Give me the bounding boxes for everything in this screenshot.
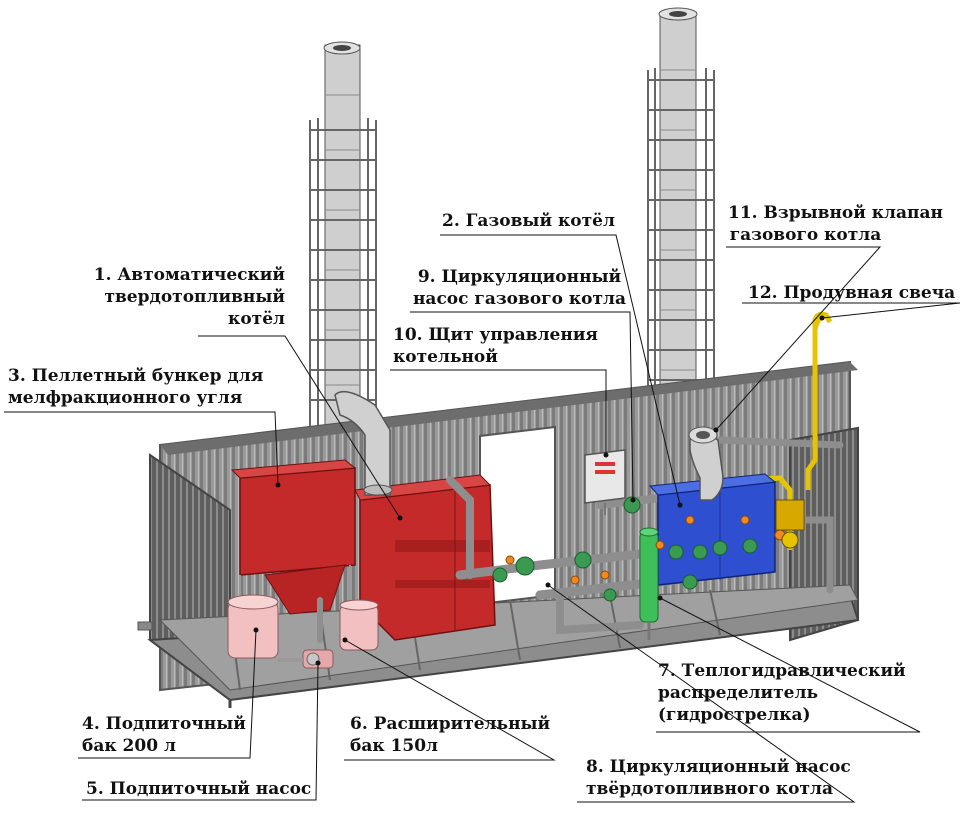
label-11-line-2: газового котла (729, 225, 882, 245)
leader-11 (715, 246, 882, 431)
container-bracket (137, 621, 153, 631)
label-6-line-2: бак 150л (350, 736, 439, 756)
label-pellet-bunker: 3. Пеллетный бункер для мелфракционного … (8, 365, 263, 409)
expansion-tank (339, 599, 379, 651)
label-gas-boiler-pump: 9. Циркуляционный насос газового котла (412, 266, 627, 310)
leader-9 (410, 311, 634, 501)
leader-7 (656, 597, 921, 733)
gas-boiler (648, 473, 777, 586)
label-4-line-1: 4. Подпиточный (82, 714, 246, 734)
label-7-line-3: (гидрострелка) (658, 705, 811, 725)
makeup-tank (227, 594, 279, 659)
chimney-right (658, 7, 698, 398)
pellet-bunker (230, 459, 357, 640)
leader-5 (82, 662, 319, 801)
label-makeup-pump: 5. Подпиточный насос (86, 778, 311, 800)
leader-6 (344, 639, 556, 761)
leader-arrowheads (253, 315, 825, 666)
circulation-pumps (492, 496, 758, 602)
label-5-line-1: 5. Подпиточный насос (86, 779, 312, 799)
label-6-line-1: 6. Расширительный (350, 714, 551, 734)
leader-12 (742, 302, 961, 319)
leader-2 (440, 234, 681, 506)
label-8-line-1: 8. Циркуляционный насос (586, 757, 851, 777)
label-expansion-tank: 6. Расширительный бак 150л (350, 713, 550, 757)
label-9-line-2: насос газового котла (412, 289, 626, 309)
label-7-line-2: распределитель (658, 683, 819, 703)
label-3-line-1: 3. Пеллетный бункер для (8, 366, 264, 386)
chimney-right-ladder (647, 68, 715, 400)
label-hydraulic-separator: 7. Теплогидравлический распределитель (г… (658, 660, 906, 726)
label-1-line-1: 1. Автоматический (93, 265, 285, 285)
leader-lines (4, 234, 961, 803)
label-7-line-1: 7. Теплогидравлический (658, 661, 906, 681)
leader-10 (390, 369, 607, 455)
hydraulic-separator (639, 527, 659, 640)
flue-pipe-left (334, 390, 393, 496)
label-solid-boiler-pump: 8. Циркуляционный насос твёрдотопливного… (586, 756, 851, 800)
label-explosion-valve: 11. Взрывной клапан газового котла (728, 202, 943, 246)
leader-8 (547, 584, 856, 803)
label-1-line-2: твердотопливный (104, 287, 285, 307)
leader-3 (4, 411, 279, 486)
container-floor-frame (147, 584, 860, 708)
leader-4 (78, 629, 257, 759)
label-10-line-2: котельной (393, 347, 498, 367)
label-12-line-1: 12. Продувная свеча (748, 283, 956, 303)
label-gas-boiler: 2. Газовый котёл (442, 210, 615, 232)
label-11-line-1: 11. Взрывной клапан (728, 203, 943, 223)
label-control-panel: 10. Щит управления котельной (393, 324, 598, 368)
label-8-line-2: твёрдотопливного котла (586, 779, 834, 799)
label-solid-fuel-boiler: 1. Автоматический твердотопливный котёл (70, 264, 285, 330)
label-10-line-1: 10. Щит управления (393, 325, 598, 345)
valves-orange (505, 515, 786, 585)
leader-1 (198, 335, 401, 519)
label-2-line-1: 2. Газовый котёл (442, 211, 615, 231)
label-purge-candle: 12. Продувная свеча (748, 282, 955, 304)
label-makeup-tank: 4. Подпиточный бак 200 л (82, 713, 246, 757)
label-3-line-2: мелфракционного угля (8, 388, 243, 408)
label-4-line-2: бак 200 л (82, 736, 176, 756)
gas-regulator (775, 499, 805, 549)
chimney-left (323, 41, 361, 431)
label-1-line-3: котёл (228, 309, 285, 329)
makeup-pump (278, 649, 334, 669)
label-9-line-1: 9. Циркуляционный (417, 267, 622, 287)
explosion-valve (688, 426, 724, 501)
control-panel (584, 449, 626, 515)
